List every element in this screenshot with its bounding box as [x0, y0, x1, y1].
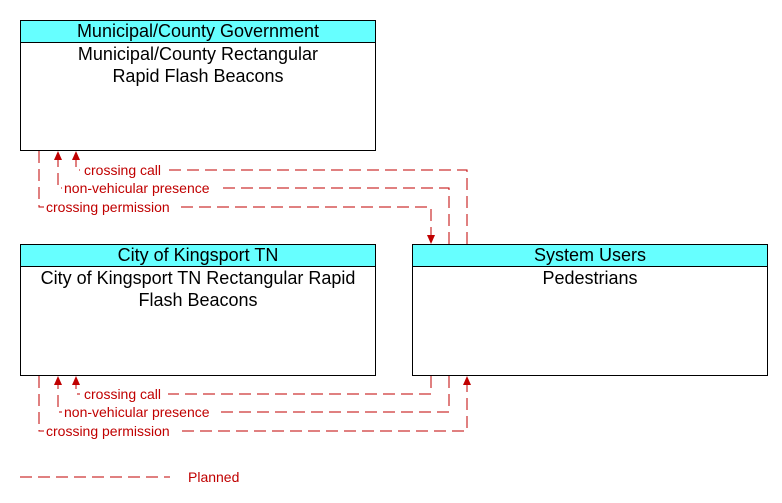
flow-label-non-vehicular-presence-bottom: non-vehicular presence — [64, 404, 210, 420]
flow-line-non-vehicular-presence-top — [57, 156, 450, 244]
arrowhead-icon — [54, 376, 62, 385]
flow-line-crossing-call-top — [75, 156, 468, 244]
municipal-element-name: Municipal/County Rectangular Rapid Flash… — [77, 44, 319, 86]
users-owner-header: System Users — [413, 245, 767, 267]
flow-label-crossing-permission-bottom: crossing permission — [46, 423, 170, 439]
legend-label-planned: Planned — [188, 469, 239, 485]
users-box[interactable]: System Users Pedestrians — [412, 244, 768, 376]
arrowhead-icon — [427, 235, 435, 244]
flow-line-crossing-call-bottom — [75, 376, 432, 395]
flow-label-crossing-call-top: crossing call — [84, 162, 161, 178]
flow-line-non-vehicular-presence-bottom — [57, 376, 450, 413]
flow-label-crossing-permission-top: crossing permission — [46, 199, 170, 215]
flow-label-crossing-call-bottom: crossing call — [84, 386, 161, 402]
arrowhead-icon — [463, 376, 471, 385]
users-element-name: Pedestrians — [542, 268, 638, 288]
kingsport-element-name: City of Kingsport TN Rectangular Rapid F… — [40, 268, 356, 310]
flow-line-crossing-permission-top — [38, 151, 432, 238]
kingsport-owner-header: City of Kingsport TN — [21, 245, 375, 267]
flow-label-non-vehicular-presence-top: non-vehicular presence — [64, 180, 210, 196]
kingsport-box[interactable]: City of Kingsport TN City of Kingsport T… — [20, 244, 376, 376]
flow-line-crossing-permission-bottom — [38, 376, 468, 432]
municipal-owner-header: Municipal/County Government — [21, 21, 375, 43]
arrowhead-icon — [54, 151, 62, 160]
arrowhead-icon — [72, 151, 80, 160]
arrowhead-icon — [72, 376, 80, 385]
municipal-box[interactable]: Municipal/County Government Municipal/Co… — [20, 20, 376, 151]
